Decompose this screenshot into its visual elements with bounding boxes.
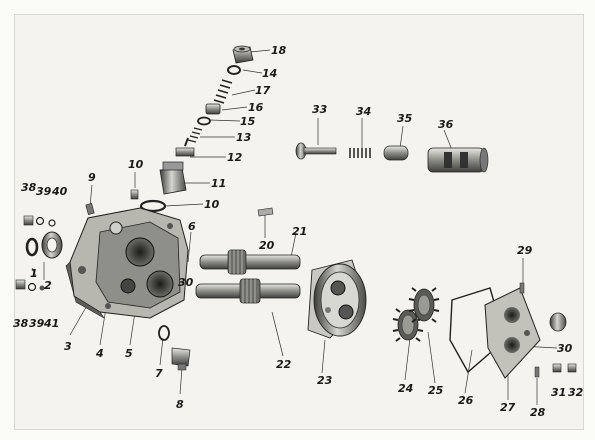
callout-12: 11 <box>211 177 227 190</box>
valve-body-12 <box>159 161 187 195</box>
seal-2 <box>41 231 63 259</box>
nut-38b <box>15 279 26 290</box>
callout-20: 20 <box>259 239 275 252</box>
ring-15b <box>197 116 211 126</box>
plug-10 <box>130 189 139 200</box>
spring-14 <box>187 127 203 143</box>
callout-9: 9 <box>88 171 96 184</box>
callout-8: 8 <box>176 398 184 411</box>
gear-housing-23 <box>307 259 367 339</box>
callout-10: 10 <box>128 158 144 171</box>
oring-7 <box>158 325 170 341</box>
piston-35 <box>383 145 409 161</box>
cover-27 <box>484 287 541 379</box>
callout-34: 34 <box>356 105 372 118</box>
callout-15a: 14 <box>262 67 278 80</box>
washer-39b <box>27 282 37 292</box>
callout-11: 10 <box>204 198 220 211</box>
bolt-33 <box>295 142 337 160</box>
leader-lines <box>31 49 558 405</box>
washer-1 <box>25 237 39 257</box>
callout-41: 41 <box>44 317 60 330</box>
callout-38a: 38 <box>21 181 37 194</box>
pin-29 <box>519 282 525 294</box>
spring-17 <box>213 79 233 104</box>
nut-32 <box>567 363 577 373</box>
callout-14: 13 <box>236 131 252 144</box>
ring-15a <box>227 65 241 75</box>
callout-16: 16 <box>248 101 264 114</box>
washer-39a <box>35 216 45 226</box>
callout-3: 3 <box>64 340 72 353</box>
callout-2: 2 <box>44 279 52 292</box>
bushing-30 <box>549 312 567 332</box>
washer-40 <box>48 219 56 227</box>
callout-33: 33 <box>312 103 328 116</box>
callout-31: 31 <box>551 386 567 399</box>
shaft-21 <box>199 249 301 275</box>
callout-36: 36 <box>438 118 454 131</box>
gear-25 <box>408 287 440 323</box>
callout-21: 21 <box>292 225 308 238</box>
callout-22: 22 <box>276 358 292 371</box>
pin-9 <box>85 203 95 215</box>
oring-11 <box>139 199 167 213</box>
callout-15b: 15 <box>240 115 256 128</box>
cap-18 <box>232 45 254 64</box>
callout-27: 27 <box>500 401 516 414</box>
sleeve-36 <box>427 147 489 173</box>
nut-31 <box>552 363 562 373</box>
callout-39a: 39 <box>36 185 52 198</box>
callout-17: 17 <box>255 84 271 97</box>
callout-13: 12 <box>227 151 243 164</box>
gasket-26 <box>449 287 506 374</box>
callout-18: 18 <box>271 44 287 57</box>
valve-13 <box>175 137 195 157</box>
callout-4: 4 <box>96 347 104 360</box>
callout-39b: 39 <box>29 317 45 330</box>
callout-38b: 38 <box>13 317 29 330</box>
spring-34 <box>349 148 371 158</box>
key-20 <box>257 207 274 217</box>
callout-30b: 30 <box>557 342 573 355</box>
callout-6: 6 <box>188 220 196 233</box>
callout-32: 32 <box>568 386 584 399</box>
callout-1: 1 <box>30 267 38 280</box>
callout-29: 29 <box>517 244 533 257</box>
callout-23: 23 <box>317 374 333 387</box>
pin-28 <box>534 366 540 378</box>
callout-40: 40 <box>52 185 68 198</box>
callout-28: 28 <box>530 406 546 419</box>
nut-16 <box>205 103 221 115</box>
callout-25: 25 <box>428 384 444 397</box>
callout-26: 26 <box>458 394 474 407</box>
callout-35: 35 <box>397 112 413 125</box>
fitting-8 <box>171 347 191 371</box>
washer-41 <box>39 285 45 291</box>
callout-5: 5 <box>125 347 133 360</box>
callout-24: 24 <box>398 382 414 395</box>
nut-38a <box>23 215 34 226</box>
callout-7: 7 <box>155 367 163 380</box>
shaft-22 <box>195 278 301 304</box>
callout-30a: 30 <box>178 276 194 289</box>
pump-housing <box>65 207 189 319</box>
